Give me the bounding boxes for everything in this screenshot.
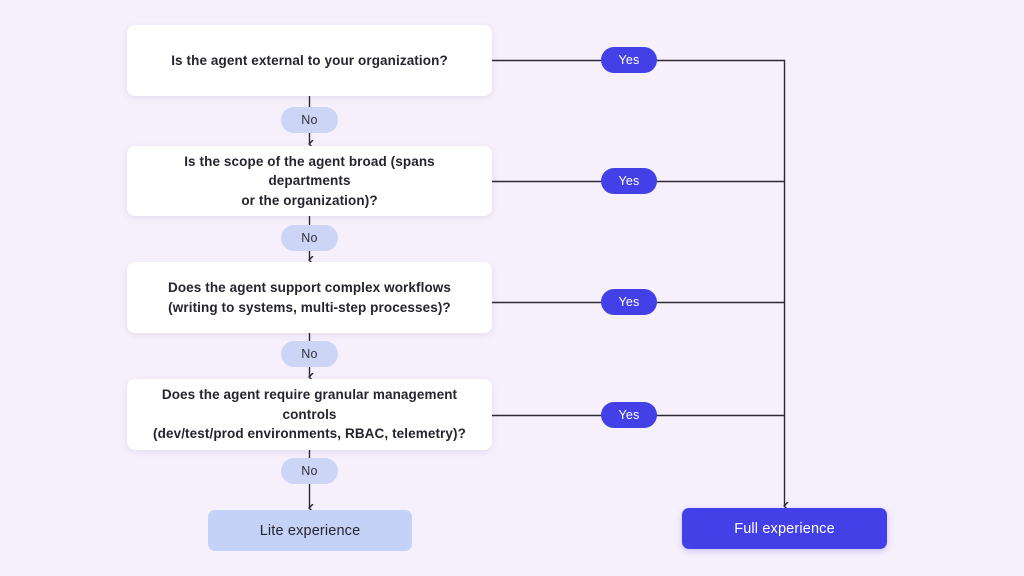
question-card-4[interactable]: Does the agent require granular manageme… (127, 379, 492, 450)
question-card-3-line-1: Does the agent support complex workflows (167, 279, 452, 295)
branch-label-no-3: No (281, 341, 338, 367)
branch-label-yes-4: Yes (601, 402, 657, 428)
branch-label-yes-2: Yes (601, 168, 657, 194)
question-card-1[interactable]: Is the agent external to your organizati… (127, 25, 492, 96)
question-card-3[interactable]: Does the agent support complex workflows… (127, 262, 492, 333)
question-card-4-text: Does the agent require granular manageme… (153, 385, 466, 444)
question-card-4-line-2: (dev/test/prod environments, RBAC, telem… (153, 426, 466, 442)
terminal-full-experience[interactable]: Full experience (682, 508, 887, 549)
branch-label-no-1: No (281, 107, 338, 133)
question-card-2-line-2: or the organization)? (241, 192, 378, 208)
branch-label-no-4: No (281, 458, 338, 484)
question-card-2-text: Is the scope of the agent broad (spans d… (153, 152, 466, 211)
branch-label-yes-3: Yes (601, 289, 657, 315)
terminal-lite-experience[interactable]: Lite experience (208, 510, 412, 551)
question-card-3-line-2: (writing to systems, multi-step processe… (168, 299, 451, 315)
question-card-1-line-1: Is the agent external to your organizati… (171, 52, 448, 68)
question-card-1-text: Is the agent external to your organizati… (171, 51, 448, 71)
question-card-4-line-1: Does the agent require granular manageme… (161, 387, 458, 422)
question-card-2-line-1: Is the scope of the agent broad (spans d… (184, 153, 435, 189)
question-card-3-text: Does the agent support complex workflows… (168, 278, 451, 317)
branch-label-no-2: No (281, 225, 338, 251)
branch-label-yes-1: Yes (601, 47, 657, 73)
question-card-2[interactable]: Is the scope of the agent broad (spans d… (127, 146, 492, 216)
